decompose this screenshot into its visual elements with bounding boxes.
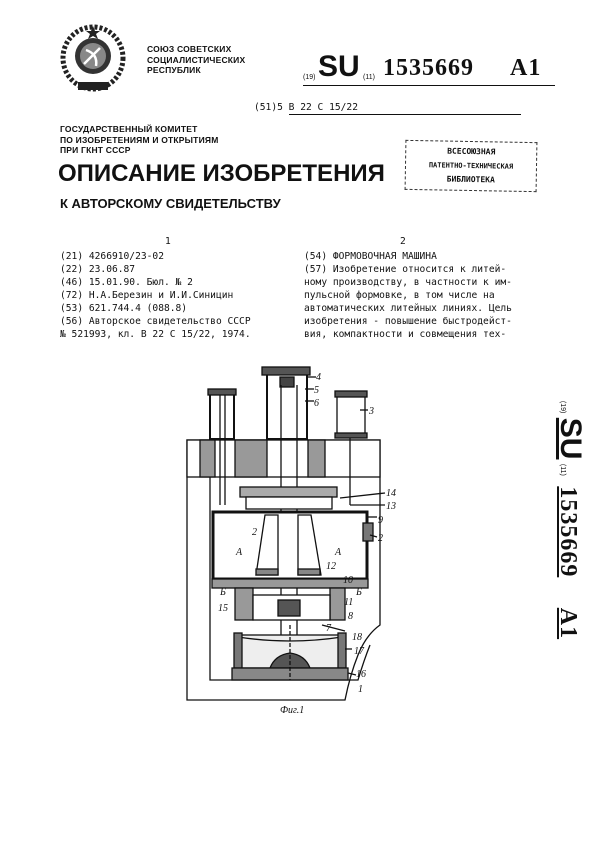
label-3: 3 bbox=[368, 406, 374, 417]
document-title: ОПИСАНИЕ ИЗОБРЕТЕНИЯ bbox=[58, 160, 385, 187]
code-19: (19) bbox=[303, 74, 316, 81]
abstract-text: (54) ФОРМОВОЧНАЯ МАШИНА (57) Изобретение… bbox=[304, 250, 512, 341]
label-14: 14 bbox=[386, 488, 396, 499]
machine-frame bbox=[186, 439, 381, 701]
biblio-line: (56) Авторское свидетельство СССР bbox=[60, 316, 251, 327]
ipc-code: (51)5 bbox=[254, 102, 283, 113]
biblio-line: № 521993, кл. B 22 C 15/22, 1974. bbox=[60, 329, 251, 340]
committee-name: ГОСУДАРСТВЕННЫЙ КОМИТЕТ ПО ИЗОБРЕТЕНИЯМ … bbox=[60, 124, 218, 156]
figure-caption: Фиг.1 bbox=[280, 705, 304, 716]
label-13: 13 bbox=[386, 501, 396, 512]
org-line: СОЮЗ СОВЕТСКИХ bbox=[147, 44, 232, 54]
side-country-code: SU bbox=[554, 417, 587, 460]
country-code: SU bbox=[318, 50, 360, 83]
label-16: 16 bbox=[356, 669, 366, 680]
biblio-line: (21) 4266910/23-02 bbox=[60, 251, 164, 262]
label-6: 6 bbox=[314, 398, 319, 409]
side-patent-number: (19) SU (11) 1535669 A1 bbox=[545, 345, 595, 695]
document-subtitle: К АВТОРСКОМУ СВИДЕТЕЛЬСТВУ bbox=[60, 196, 281, 211]
label-17: 17 bbox=[354, 646, 365, 657]
abstract-line: (54) ФОРМОВОЧНАЯ МАШИНА bbox=[304, 251, 437, 262]
ipc-class: B 22 C 15/22 bbox=[288, 101, 521, 115]
column-number-left: 1 bbox=[165, 236, 171, 247]
biblio-line: (72) Н.А.Березин и И.И.Синицин bbox=[60, 290, 234, 301]
stamp-line: ПАТЕНТНО-ТЕХНИЧЕСКАЯ bbox=[428, 161, 514, 171]
abstract-line: (57) Изобретение относится к литей- bbox=[304, 264, 507, 275]
label-10: 10 bbox=[343, 575, 353, 586]
org-line: СОЦИАЛИСТИЧЕСКИХ bbox=[147, 54, 246, 65]
abstract-line: ному производству, в частности к им- bbox=[304, 277, 512, 288]
stamp-line: БИБЛИОТЕКА bbox=[446, 174, 495, 185]
section-b-left: Б bbox=[219, 587, 226, 598]
section-a-left: А bbox=[235, 547, 243, 558]
abstract-line: вия, компактности и совмещения тех- bbox=[304, 329, 507, 340]
label-2: 2 bbox=[378, 533, 383, 544]
label-12: 12 bbox=[326, 561, 336, 572]
code-11: (11) bbox=[363, 74, 375, 81]
committee-line: ПРИ ГКНТ СССР bbox=[60, 145, 131, 155]
label-5: 5 bbox=[314, 385, 319, 396]
label-7: 7 bbox=[326, 623, 332, 634]
label-15: 15 bbox=[218, 603, 228, 614]
label-11: 11 bbox=[344, 597, 353, 608]
frame-inner bbox=[209, 477, 371, 681]
biblio-line: (46) 15.01.90. Бюл. № 2 bbox=[60, 277, 193, 288]
side-code-11: (11) bbox=[559, 463, 566, 476]
committee-line: ПО ИЗОБРЕТЕНИЯМ И ОТКРЫТИЯМ bbox=[60, 134, 219, 145]
biblio-line: (22) 23.06.87 bbox=[60, 264, 136, 275]
label-1: 1 bbox=[358, 684, 363, 695]
patent-kind: A1 bbox=[510, 55, 542, 81]
patent-number: 1535669 bbox=[383, 55, 474, 81]
org-line: РЕСПУБЛИК bbox=[147, 65, 201, 75]
patent-number-block: (19) SU (11) 1535669 A1 bbox=[303, 50, 555, 86]
abstract-line: автоматических литейных линиях. Цель bbox=[304, 303, 512, 314]
org-name: СОЮЗ СОВЕТСКИХ СОЦИАЛИСТИЧЕСКИХ РЕСПУБЛИ… bbox=[147, 44, 245, 76]
label-8: 8 bbox=[348, 611, 353, 622]
committee-line: ГОСУДАРСТВЕННЫЙ КОМИТЕТ bbox=[60, 124, 198, 134]
label-2-left: 2 bbox=[252, 527, 257, 538]
label-4: 4 bbox=[316, 372, 321, 383]
ussr-emblem-icon bbox=[60, 24, 126, 92]
bibliographic-data: (21) 4266910/23-02 (22) 23.06.87 (46) 15… bbox=[60, 250, 251, 341]
biblio-line: (53) 621.744.4 (088.8) bbox=[60, 303, 188, 314]
side-code-19: (19) bbox=[559, 400, 566, 414]
section-a-right: А bbox=[334, 547, 342, 558]
ipc-classification: (51)5 B 22 C 15/22 bbox=[254, 101, 521, 115]
label-18: 18 bbox=[352, 632, 362, 643]
column-number-right: 2 bbox=[400, 236, 406, 247]
abstract-line: пульсной формовке, в том числе на bbox=[304, 290, 495, 301]
side-kind: A1 bbox=[555, 607, 581, 640]
label-9: 9 bbox=[378, 515, 383, 526]
figure-1-drawing: 4 5 6 3 14 13 9 2 2 12 10 11 8 7 18 17 1… bbox=[186, 366, 396, 716]
side-patent-number-value: 1535669 bbox=[555, 486, 581, 578]
abstract-line: изобретения - повышение быстродейст- bbox=[304, 316, 512, 327]
section-b-right: Б bbox=[355, 587, 362, 598]
library-stamp: ВСЕСОЮЗНАЯ ПАТЕНТНО-ТЕХНИЧЕСКАЯ БИБЛИОТЕ… bbox=[404, 139, 538, 193]
